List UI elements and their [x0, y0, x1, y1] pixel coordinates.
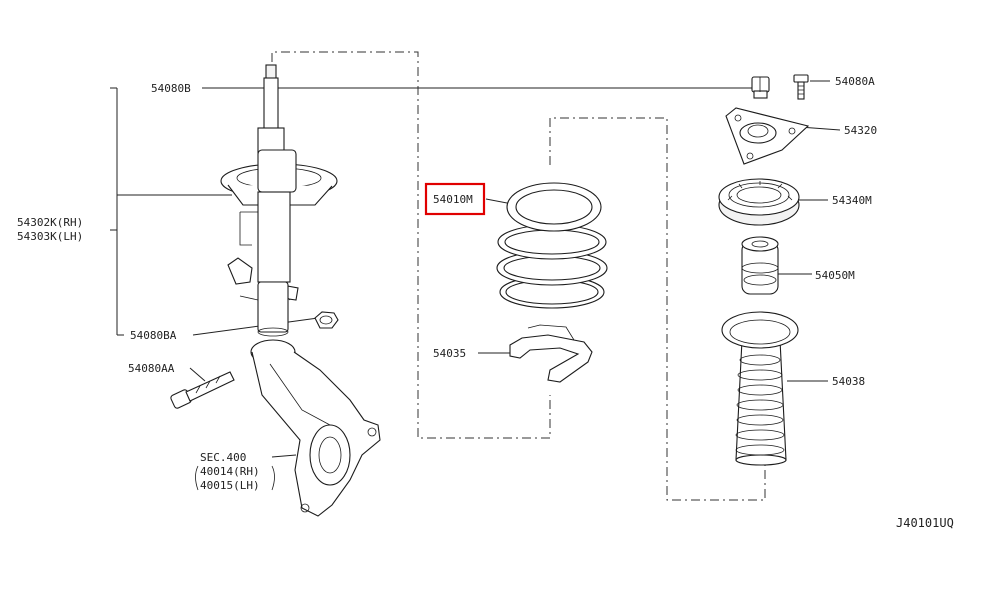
label-54303K: 54303K(LH) [17, 230, 83, 243]
label-54038: 54038 [832, 375, 865, 388]
label-40015: 40015(LH) [200, 479, 260, 492]
label-sec400: SEC.400 [200, 451, 246, 464]
label-54320: 54320 [844, 124, 877, 137]
mount-bolt [793, 74, 809, 100]
sec-bracket-left [195, 465, 199, 491]
strut-bearing [718, 178, 800, 226]
coil-spring [496, 182, 608, 309]
label-54080A: 54080A [835, 75, 875, 88]
strut-nut [314, 311, 339, 329]
label-54010M[interactable]: 54010M [433, 193, 473, 206]
knuckle-bolt [170, 371, 235, 409]
label-54340M: 54340M [832, 194, 872, 207]
sec-bracket-right [271, 465, 275, 491]
label-40014: 40014(RH) [200, 465, 260, 478]
diagram-code: J40101UQ [896, 516, 954, 530]
steering-knuckle [250, 339, 381, 517]
highlight-box [424, 182, 486, 216]
label-54080B: 54080B [151, 82, 191, 95]
bump-stop [741, 236, 779, 295]
label-54080BA: 54080BA [130, 329, 177, 342]
leader-lines [110, 80, 841, 458]
label-54050M: 54050M [815, 269, 855, 282]
dust-boot [721, 311, 799, 466]
group-boundary-lines [271, 51, 766, 501]
lower-spring-seat [509, 324, 593, 383]
label-54035: 54035 [433, 347, 466, 360]
label-54080AA: 54080AA [128, 362, 175, 375]
top-nut [751, 76, 770, 99]
strut-assembly [220, 64, 338, 337]
label-54302K: 54302K(RH) [17, 216, 83, 229]
strut-mount-plate [725, 107, 810, 165]
